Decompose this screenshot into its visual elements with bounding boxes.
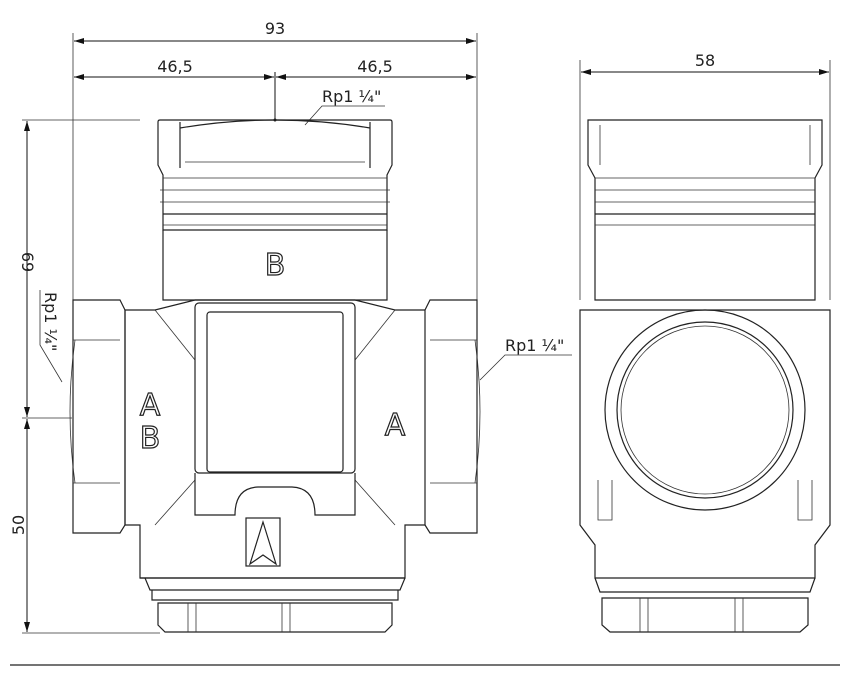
thread-label-right: Rp1 ¼" <box>505 336 564 355</box>
port-label-ab-b: B <box>140 421 161 456</box>
logo-mark-icon <box>248 519 278 566</box>
valve-front-view <box>69 119 481 633</box>
port-label-ab-a: A <box>140 388 161 423</box>
dim-half-left: 46,5 <box>157 57 193 76</box>
port-label-b: B <box>265 248 286 283</box>
valve-side-view <box>579 60 831 633</box>
dim-half-right: 46,5 <box>357 57 393 76</box>
dim-side-width: 58 <box>695 51 715 70</box>
thread-label-left: Rp1 ¼" <box>41 292 60 351</box>
dim-lower-height: 50 <box>9 515 28 535</box>
port-label-a: A <box>385 408 406 443</box>
dim-overall-width: 93 <box>265 19 285 38</box>
dim-upper-height: 69 <box>18 252 37 272</box>
thread-label-top: Rp1 ¼" <box>322 87 381 106</box>
dimension-lines-front <box>22 33 572 634</box>
